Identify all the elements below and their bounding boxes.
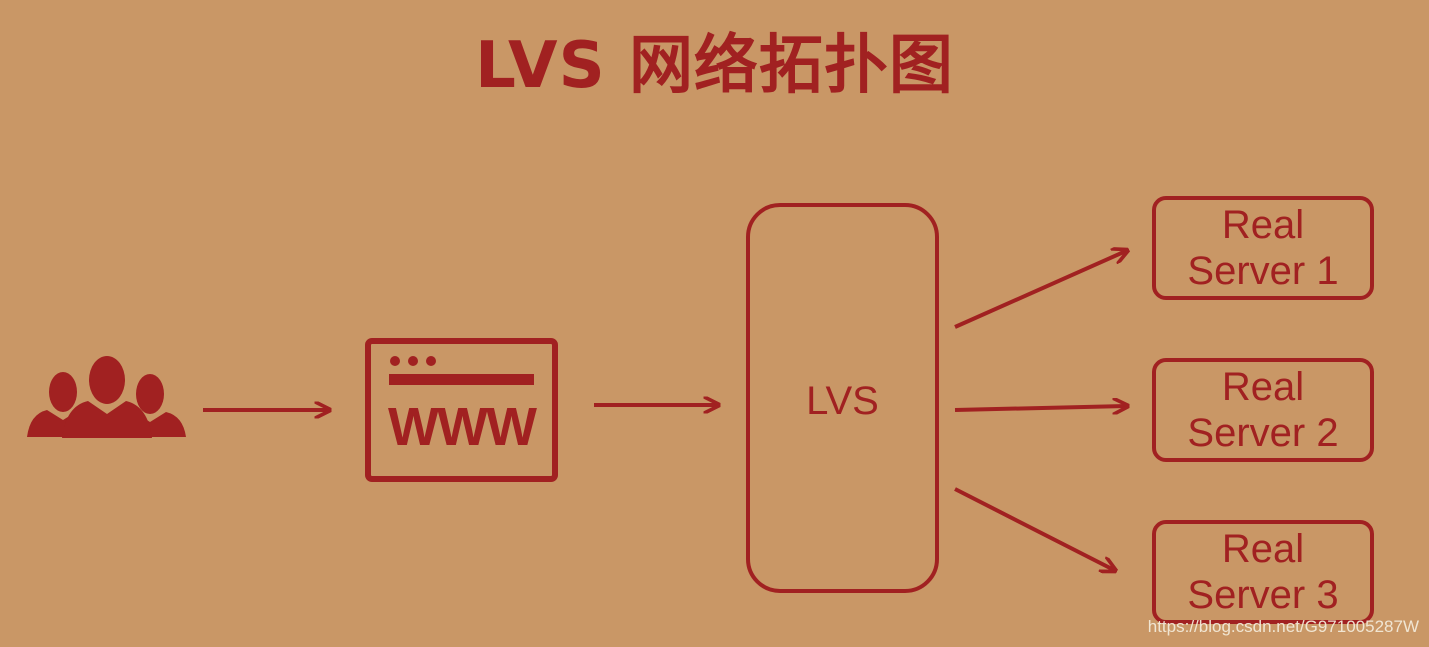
real-server-3-node: Real Server 3 — [1152, 520, 1374, 624]
server-2-line1: Real — [1221, 365, 1305, 409]
server-2-line2: Server 2 — [1187, 411, 1339, 455]
arrow-lvs-to-server-2 — [954, 406, 1126, 410]
server-1-line1: Real — [1221, 203, 1305, 247]
watermark: https://blog.csdn.net/G971005287W — [1147, 617, 1419, 636]
browser-window-icon — [365, 338, 558, 482]
arrow-lvs-to-server-3 — [954, 487, 1114, 570]
server-3-line1: Real — [1221, 527, 1305, 571]
users-group-icon — [27, 356, 186, 438]
lvs-node: LVS — [746, 203, 939, 593]
real-server-1-node: Real Server 1 — [1152, 196, 1374, 300]
arrow-lvs-to-server-1 — [954, 251, 1126, 329]
real-server-2-node: Real Server 2 — [1152, 358, 1374, 462]
server-1-line2: Server 1 — [1187, 249, 1339, 293]
diagram-title: LVS 网络拓扑图 — [475, 29, 954, 103]
server-3-line2: Server 3 — [1187, 573, 1339, 617]
www-label: WWW — [388, 397, 537, 457]
lvs-label: LVS — [806, 379, 879, 423]
